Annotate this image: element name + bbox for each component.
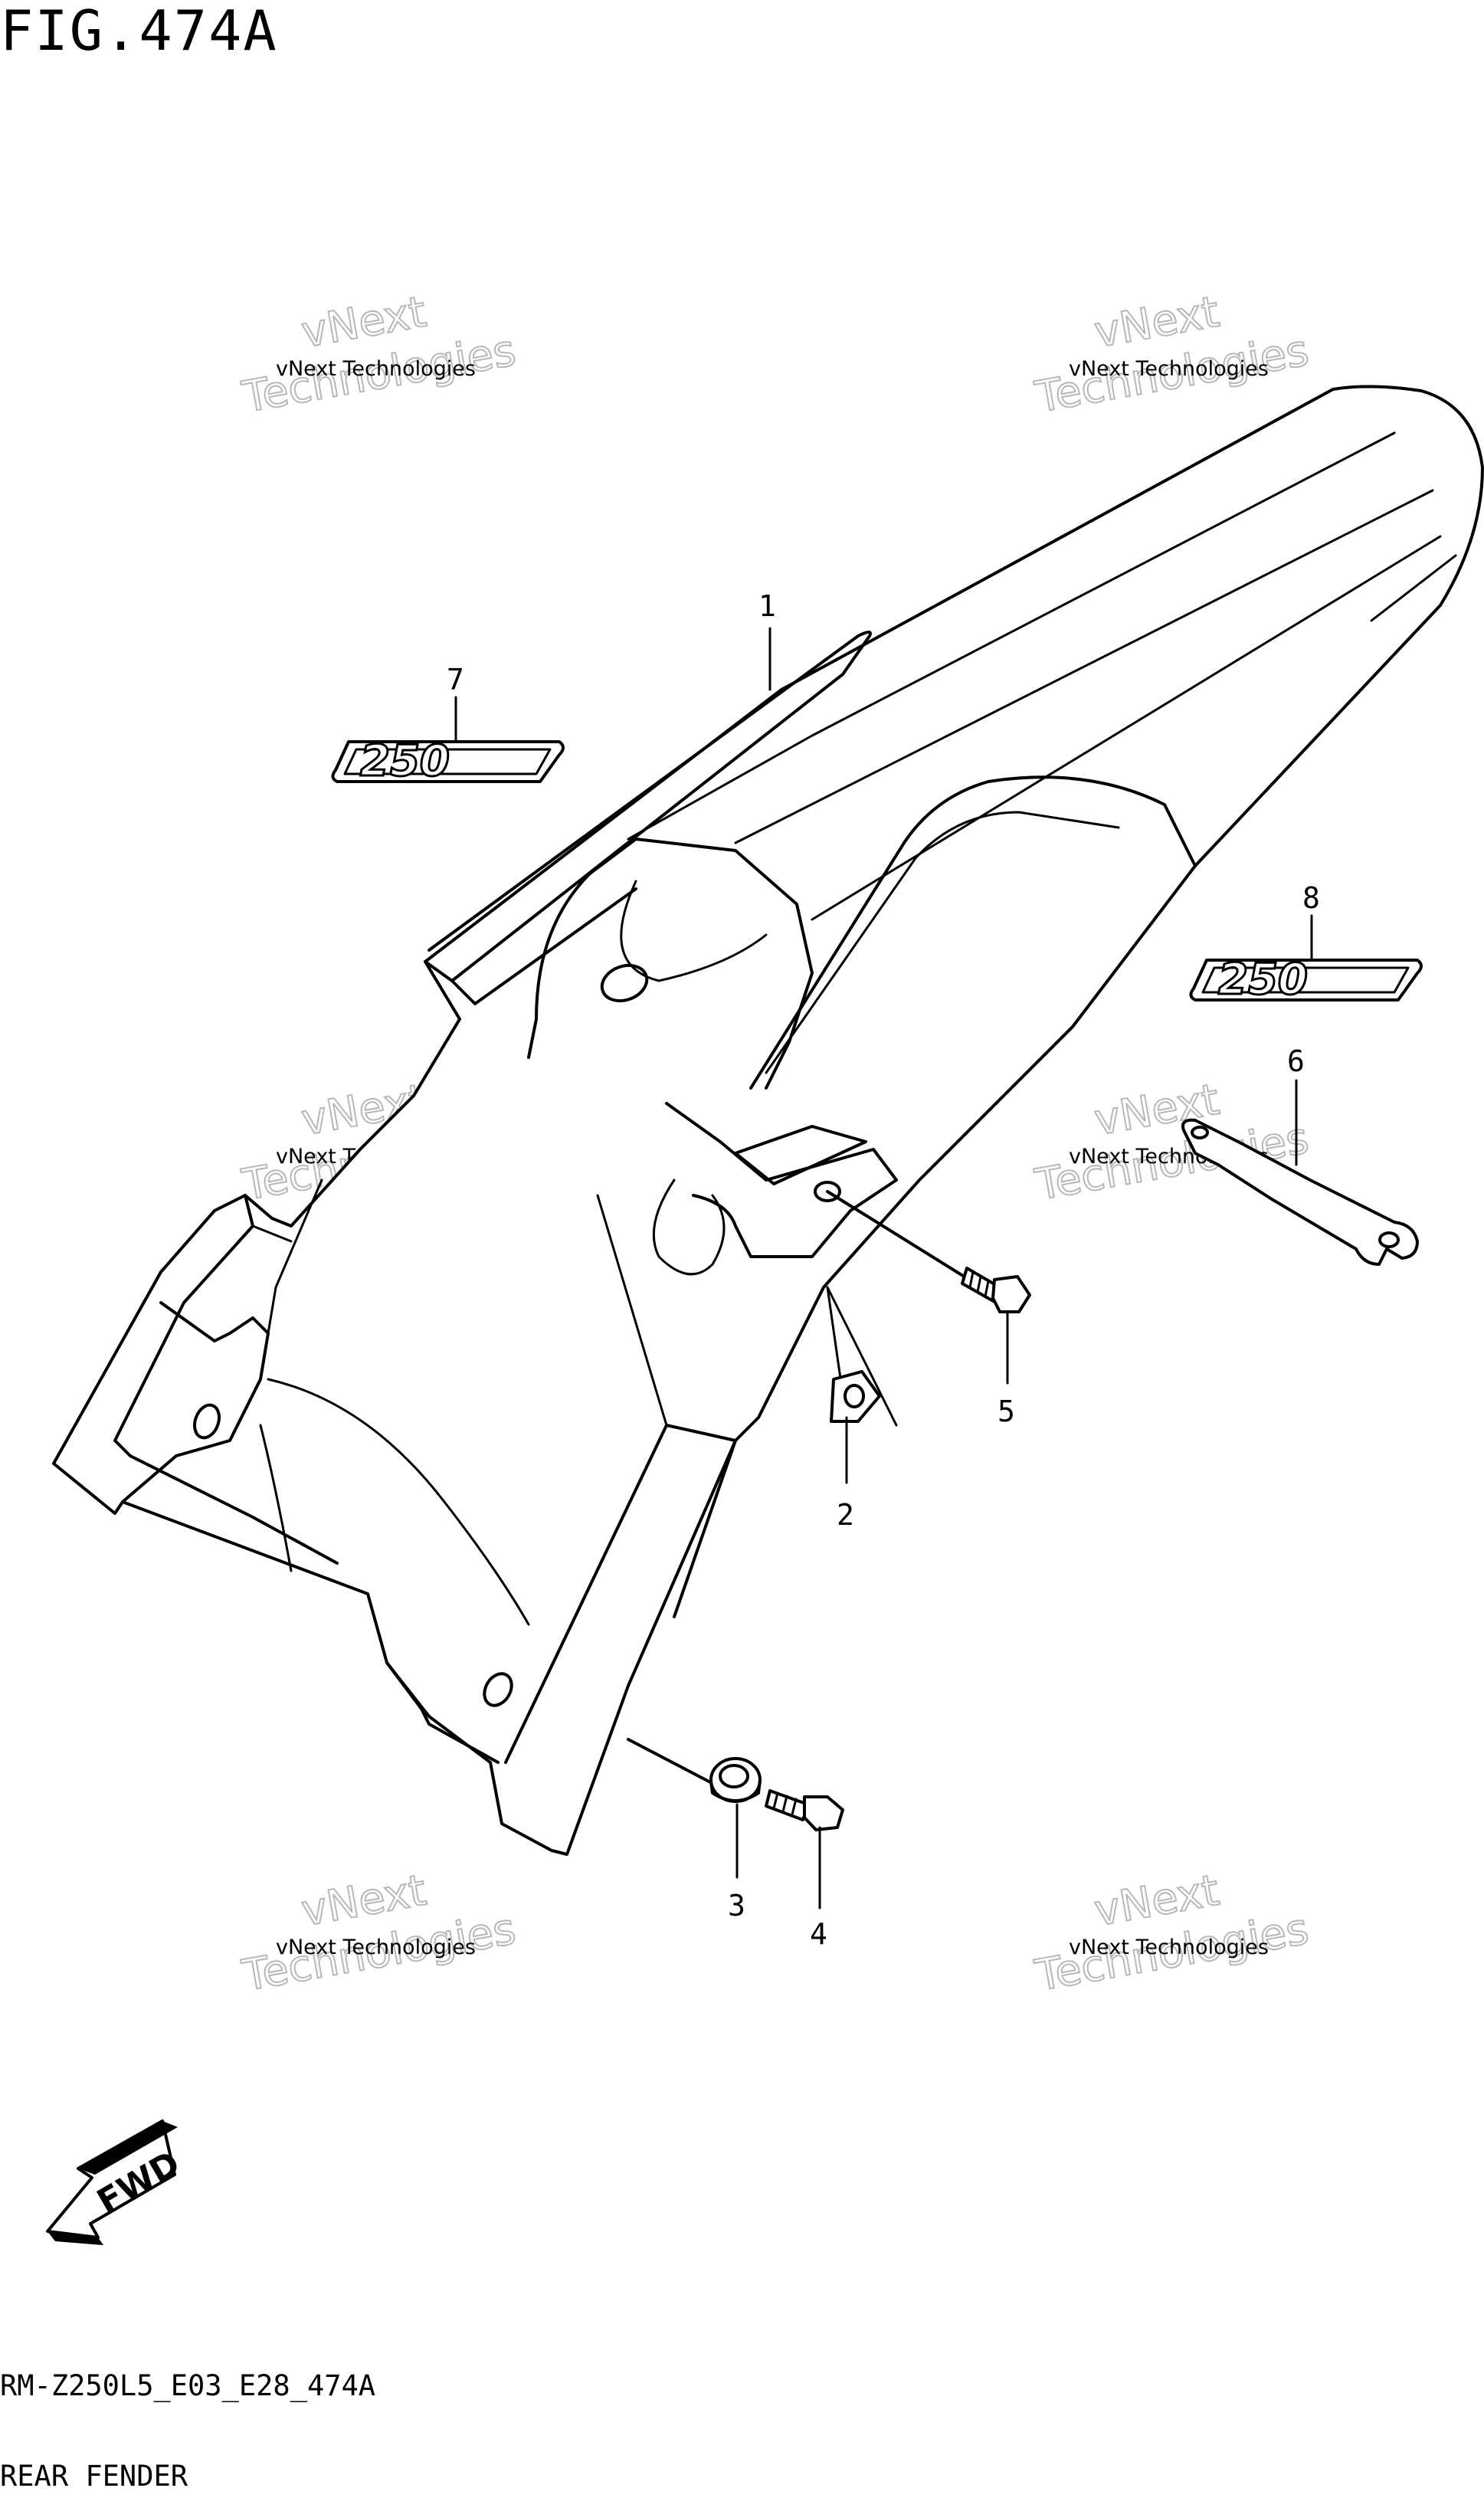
callout-5: 5 bbox=[998, 1395, 1015, 1428]
watermark-2: vNext Technologies vNext Technologies bbox=[1030, 287, 1313, 424]
emblem-icon bbox=[331, 740, 565, 783]
rear-fender-part bbox=[52, 385, 1484, 1856]
watermark-6: vNext Technologies vNext Technologies bbox=[1030, 1865, 1313, 2002]
leader-line-5a bbox=[826, 1190, 971, 1281]
figure-name: REAR FENDER bbox=[0, 2460, 188, 2493]
watermark-1: vNext Technologies vNext Technologies bbox=[238, 287, 520, 424]
emblem-7-part: 250 bbox=[331, 736, 565, 788]
watermark-small: vNext Technologies bbox=[1069, 357, 1269, 381]
leader-line-3a bbox=[627, 1738, 718, 1787]
figure-code: RM-Z250L5_E03_E28_474A bbox=[0, 2369, 376, 2402]
bolt-part-lower bbox=[765, 1789, 844, 1831]
watermark-small: vNext Technologies bbox=[1069, 1936, 1269, 1959]
callout-1: 1 bbox=[758, 589, 776, 623]
callout-6: 6 bbox=[1287, 1044, 1305, 1078]
figure-title: FIG.474A bbox=[0, 0, 278, 63]
clamp-icon bbox=[1181, 1118, 1419, 1266]
clamp-part bbox=[1181, 1118, 1419, 1266]
emblem-8-text: 250 bbox=[1218, 955, 1308, 1005]
emblem-icon bbox=[1189, 959, 1423, 1001]
watermark-small: vNext Technologies bbox=[276, 357, 476, 381]
grommet-part bbox=[627, 1738, 762, 1803]
nut-icon bbox=[830, 1370, 881, 1423]
callout-4: 4 bbox=[810, 1917, 827, 1951]
callout-7: 7 bbox=[447, 663, 464, 697]
emblem-7-text: 250 bbox=[360, 736, 450, 786]
watermark-small: vNext Technologies bbox=[276, 1936, 476, 1959]
clip-nut-part bbox=[830, 1370, 881, 1423]
emblem-8-part: 250 bbox=[1189, 954, 1423, 1006]
fwd-arrow-icon: FWD bbox=[46, 2119, 187, 2245]
bolt-part-upper bbox=[826, 1190, 1031, 1313]
callout-3: 3 bbox=[728, 1889, 745, 1923]
callout-2: 2 bbox=[837, 1498, 854, 1532]
watermark-5: vNext Technologies vNext Technologies bbox=[238, 1865, 520, 2002]
callout-8: 8 bbox=[1302, 881, 1320, 915]
callouts: 1 2 3 4 5 6 7 8 bbox=[447, 589, 1320, 1951]
